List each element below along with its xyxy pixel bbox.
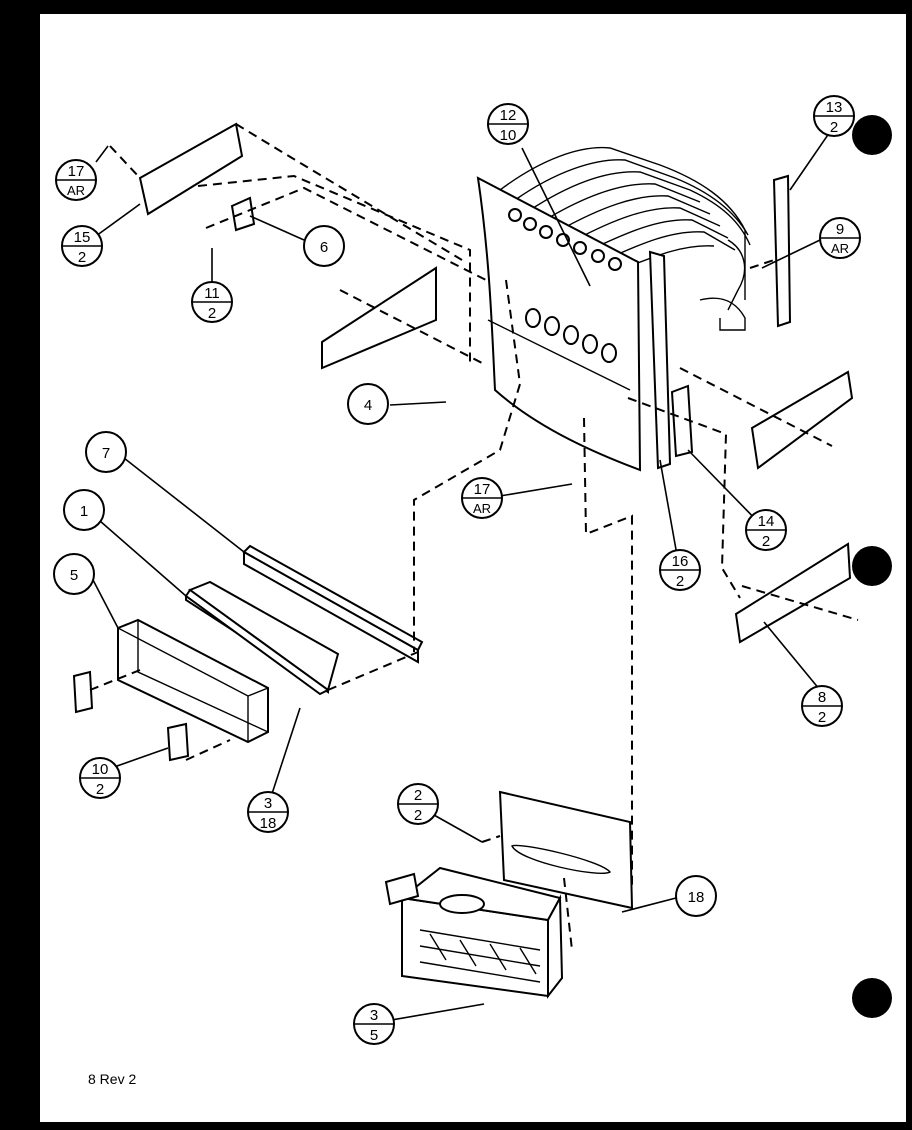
registration-dot bbox=[852, 978, 892, 1018]
callout-8-2[interactable]: 8 2 bbox=[801, 685, 843, 727]
callout-4[interactable]: 4 bbox=[347, 383, 389, 425]
callout-number: 6 bbox=[320, 239, 328, 256]
strip-13 bbox=[772, 174, 792, 328]
callout-quantity: 2 bbox=[676, 573, 684, 590]
bracket-6 bbox=[230, 196, 256, 232]
baffle-15 bbox=[138, 122, 244, 216]
callout-quantity: 5 bbox=[370, 1027, 378, 1044]
callout-quantity: 2 bbox=[78, 249, 86, 266]
callout-15-2[interactable]: 15 2 bbox=[61, 225, 103, 267]
callout-number: 13 bbox=[826, 99, 843, 116]
callout-quantity: 2 bbox=[414, 807, 422, 824]
callout-12-10[interactable]: 12 10 bbox=[487, 103, 529, 145]
callout-number: 3 bbox=[264, 795, 272, 812]
callout-number: 18 bbox=[688, 889, 705, 906]
callout-16-2[interactable]: 16 2 bbox=[659, 549, 701, 591]
callout-number: 15 bbox=[74, 229, 91, 246]
callout-number: 10 bbox=[92, 761, 109, 778]
plate-8 bbox=[734, 542, 852, 644]
callout-number: 5 bbox=[70, 567, 78, 584]
callout-3-18[interactable]: 3 18 bbox=[247, 791, 289, 833]
callout-9-ar[interactable]: 9 AR bbox=[819, 217, 861, 259]
assembly-lines bbox=[89, 123, 859, 951]
callout-number: 14 bbox=[758, 513, 775, 530]
callout-18[interactable]: 18 bbox=[675, 875, 717, 917]
callout-quantity: 2 bbox=[818, 709, 826, 726]
callout-quantity: 2 bbox=[762, 533, 770, 550]
registration-dot bbox=[852, 115, 892, 155]
callout-quantity: 2 bbox=[830, 119, 838, 136]
callout-17-ar-mid[interactable]: 17 AR bbox=[461, 477, 503, 519]
baffle-right bbox=[750, 370, 854, 470]
heat-exchanger bbox=[476, 146, 751, 472]
callout-number: 1 bbox=[80, 503, 88, 520]
callout-7[interactable]: 7 bbox=[85, 431, 127, 473]
callout-number: 3 bbox=[370, 1007, 378, 1024]
callout-11-2[interactable]: 11 2 bbox=[191, 281, 233, 323]
callout-number: 17 bbox=[474, 481, 491, 498]
strip-16 bbox=[648, 250, 672, 470]
callout-number: 2 bbox=[414, 787, 422, 804]
callout-13-2[interactable]: 13 2 bbox=[813, 95, 855, 137]
callout-number: 4 bbox=[364, 397, 372, 414]
box-1 bbox=[184, 580, 340, 696]
callout-5[interactable]: 5 bbox=[53, 553, 95, 595]
callout-quantity: 10 bbox=[500, 127, 517, 144]
callout-3-5[interactable]: 3 5 bbox=[353, 1003, 395, 1045]
box-5 bbox=[117, 618, 269, 744]
callout-17-ar-top[interactable]: 17 AR bbox=[55, 159, 97, 201]
callout-number: 7 bbox=[102, 445, 110, 462]
callout-quantity: 18 bbox=[260, 815, 277, 832]
callout-quantity: AR bbox=[473, 501, 491, 516]
burner-assembly bbox=[384, 790, 634, 999]
callout-6[interactable]: 6 bbox=[303, 225, 345, 267]
callout-14-2[interactable]: 14 2 bbox=[745, 509, 787, 551]
registration-dot bbox=[852, 546, 892, 586]
gasket-7 bbox=[242, 544, 424, 664]
callout-2-2[interactable]: 2 2 bbox=[397, 783, 439, 825]
plate-10a bbox=[72, 670, 94, 714]
callout-quantity: AR bbox=[67, 183, 85, 198]
leader-lines bbox=[91, 125, 835, 1023]
shield-panel bbox=[321, 266, 437, 370]
revision-label: 8 Rev 2 bbox=[88, 1071, 136, 1087]
callout-quantity: 2 bbox=[208, 305, 216, 322]
callout-10-2[interactable]: 10 2 bbox=[79, 757, 121, 799]
callout-number: 8 bbox=[818, 689, 826, 706]
plate-10b bbox=[166, 722, 190, 762]
callout-number: 12 bbox=[500, 107, 517, 124]
callout-number: 11 bbox=[204, 285, 220, 302]
callout-quantity: 2 bbox=[96, 781, 104, 798]
callout-number: 9 bbox=[836, 221, 844, 238]
callout-number: 16 bbox=[672, 553, 689, 570]
callout-number: 17 bbox=[68, 163, 85, 180]
strip-14 bbox=[670, 384, 694, 458]
callout-quantity: AR bbox=[831, 241, 849, 256]
callout-1[interactable]: 1 bbox=[63, 489, 105, 531]
